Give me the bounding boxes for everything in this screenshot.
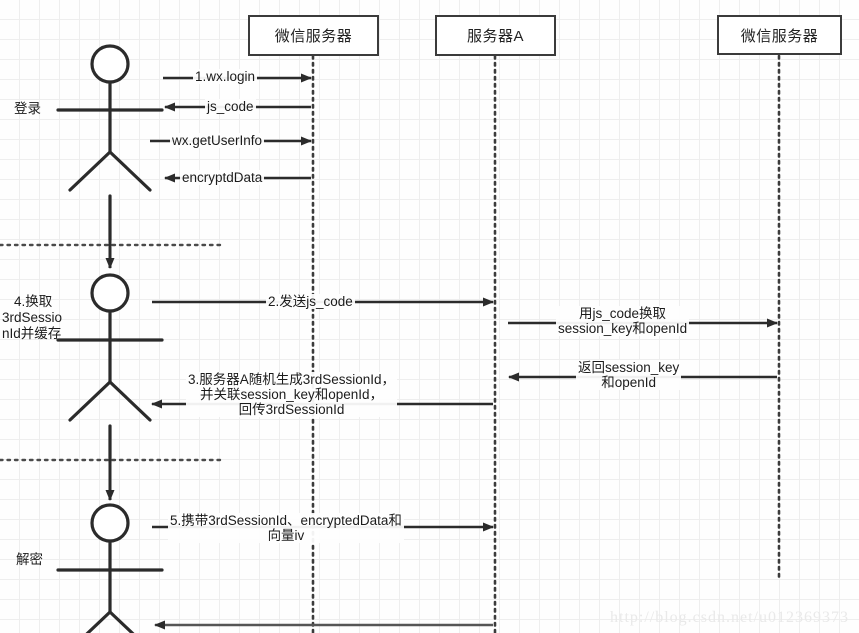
- participant-label-wx-server-2: 微信服务器: [740, 27, 819, 45]
- participant-label-wx-server-1: 微信服务器: [274, 28, 353, 45]
- message-label-m6-line-1: 用js_code换取: [579, 306, 667, 321]
- message-label-m7-line-1: 返回session_key: [578, 360, 680, 375]
- message-label-m8-line-3: 回传3rdSessionId: [238, 402, 345, 417]
- message-label-m7-line-2: 和openId: [601, 375, 657, 390]
- message-label-m2: js_code: [205, 99, 256, 114]
- watermark-text: http://blog.csdn.net/u012369373: [610, 609, 849, 626]
- phase-label-exchange-line-2: 3rdSessio: [2, 310, 63, 325]
- actor-figure-decrypt: [56, 503, 164, 633]
- message-label-m9-line-1: 5.携带3rdSessionId、encryptedData和: [170, 513, 402, 528]
- phase-label-login-text: 登录: [14, 101, 41, 116]
- message-label-m6-line-2: session_key和openId: [558, 321, 688, 336]
- message-label-m9-line-2: 向量iv: [267, 528, 305, 543]
- message-label-m9: 5.携带3rdSessionId、encryptedData和 向量iv: [168, 513, 404, 543]
- phase-label-exchange: 4.换取 3rdSessio nId并缓存: [2, 294, 62, 342]
- participant-label-server-a: 服务器A: [466, 28, 524, 45]
- message-label-m6: 用js_code换取 session_key和openId: [556, 306, 690, 336]
- phase-label-exchange-line-3: nId并缓存: [2, 326, 62, 341]
- message-label-m8-line-1: 3.服务器A随机生成3rdSessionId，: [188, 372, 396, 387]
- message-label-m2-line-1: js_code: [207, 99, 254, 114]
- message-label-m3-line-1: wx.getUserInfo: [172, 133, 263, 148]
- participant-header-wx-server-1[interactable]: 微信服务器: [248, 15, 379, 56]
- participant-header-wx-server-2[interactable]: 微信服务器: [717, 15, 842, 55]
- message-label-m5: 2.发送js_code: [266, 294, 355, 309]
- message-label-m8: 3.服务器A随机生成3rdSessionId， 并关联session_key和o…: [186, 372, 398, 417]
- message-label-m1-line-1: 1.wx.login: [195, 69, 256, 84]
- actor-figure-login: [56, 44, 164, 242]
- message-label-m8-line-2: 并关联session_key和openId，: [199, 387, 384, 402]
- message-label-m5-line-1: 2.发送js_code: [268, 294, 353, 309]
- message-label-m1: 1.wx.login: [193, 69, 258, 84]
- message-label-m4-line-1: encryptdData: [182, 170, 263, 185]
- phase-label-login: 登录: [14, 101, 41, 117]
- message-label-m3: wx.getUserInfo: [170, 133, 265, 148]
- participant-header-server-a[interactable]: 服务器A: [435, 15, 556, 56]
- message-label-m4: encryptdData: [180, 170, 265, 185]
- actor-figure-exchange: [56, 273, 164, 464]
- message-label-m7: 返回session_key 和openId: [576, 360, 682, 390]
- phase-label-decrypt-text: 解密: [16, 552, 43, 567]
- phase-label-decrypt: 解密: [16, 552, 43, 568]
- phase-label-exchange-line-1: 4.换取: [14, 294, 53, 309]
